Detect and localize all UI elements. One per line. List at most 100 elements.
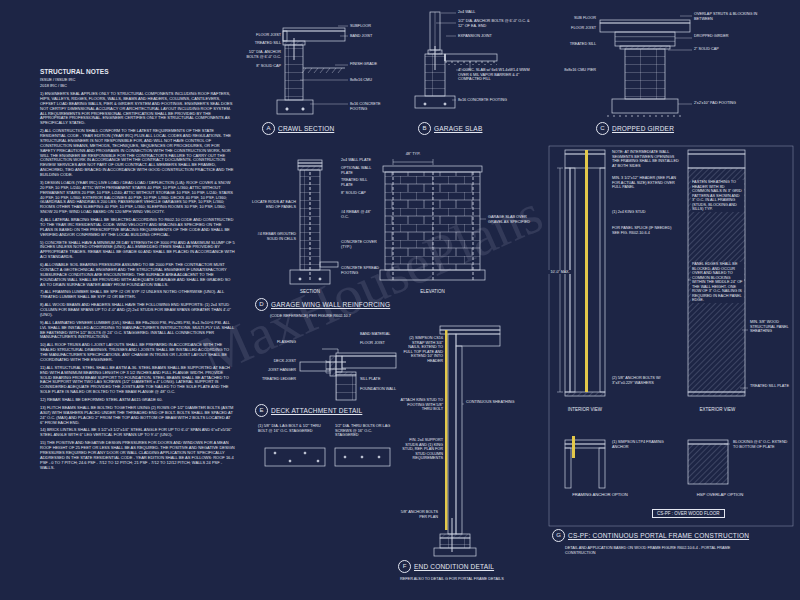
annotation-label: SUB FLOOR bbox=[552, 16, 596, 21]
structural-note: 14) BRICK LINTELS SHALL BE 3 1/2"x3 1/2"… bbox=[40, 428, 235, 438]
detail-title: END CONDITION DETAIL bbox=[414, 563, 494, 570]
detail-callout: DGARAGE WING WALL REINFORCING bbox=[255, 298, 390, 311]
annotation-label: #4 REBAR @ 48" O.C. bbox=[341, 210, 379, 219]
annotation-label: MIN. 3 1/2"x12" HEADER (SEE PLAN FOR ACT… bbox=[612, 176, 680, 190]
structural-note: 11) ALL STRUCTURAL STEEL SHALL BE ASTM A… bbox=[40, 366, 235, 395]
annotation-label: TREATED SILL bbox=[242, 41, 281, 46]
annotation-label: 8x16 CONCRETE FOOTING bbox=[350, 102, 388, 111]
structural-note: 10) ALL ROOF TRUSS AND I-JOIST LAYOUTS S… bbox=[40, 343, 235, 363]
detail-callout: FEND CONDITION DETAIL bbox=[398, 560, 494, 573]
annotation-label: 1/2" DIA. ANCHOR BOLTS @ 6'-0" O.C. & 12… bbox=[458, 19, 530, 28]
annotation-label: FIN. 2x4 SUPPORT STUDS AND (1) KING STUD… bbox=[400, 438, 443, 461]
annotation-label: FOUNDATION WALL bbox=[360, 387, 400, 392]
structural-note: 3) DESIGN LOADS (YEAR IRC) LIVE LOAD / D… bbox=[40, 181, 235, 215]
annotation-label: 8" SOLID CAP bbox=[242, 64, 281, 69]
annotation-label: 2018 IRC / IBC bbox=[40, 84, 160, 89]
structural-note: 2) ALL CONSTRUCTION SHALL CONFORM TO THE… bbox=[40, 129, 235, 178]
annotation-label: 2" SOLID CAP bbox=[694, 47, 766, 52]
structural-note: 5) CONCRETE SHALL HAVE A MINIMUM 28 DAY … bbox=[40, 241, 235, 261]
detail-title: GARAGE SLAB bbox=[434, 125, 482, 132]
structural-note: 15) THE POSITIVE AND NEGATIVE DESIGN PRE… bbox=[40, 441, 235, 470]
callout-letter: D bbox=[255, 298, 268, 311]
annotation-label: PANEL EDGES SHALL BE BLOCKED, AND OCCUR … bbox=[691, 262, 744, 303]
annotation-label: OVERLAP STRUTS & BLOCKING IN BETWEEN bbox=[694, 12, 766, 21]
detail-callout: ACRAWL SECTION bbox=[262, 122, 334, 135]
annotation-label: FLOOR JOIST bbox=[242, 33, 281, 38]
annotation-label: BLOCKING @ 6" O.C. EXTEND TO BOTTOM OF P… bbox=[733, 440, 791, 449]
annotation-label: 5/8" ANCHOR BOLTS PER PLAN bbox=[400, 510, 438, 519]
annotation-label: (1) 5/8" DIA. LAG BOLT & 1/2" THRU BOLT … bbox=[258, 424, 328, 433]
detail-title: CS-PF: CONTINUOUS PORTAL FRAME CONSTRUCT… bbox=[568, 532, 749, 539]
detail-title: CRAWL SECTION bbox=[278, 125, 334, 132]
annotation-label: 48" TYP. bbox=[393, 152, 433, 157]
annotation-label: DECK JOIST bbox=[250, 359, 296, 364]
annotation-label: #4 REBAR GROUTED SOLID IN CELLS bbox=[248, 232, 296, 241]
annotation-label: ISSUE / ISSUE IRC bbox=[40, 78, 160, 83]
annotation-label: SUBFLOOR bbox=[350, 24, 388, 29]
view-title: FRAMING ANCHOR OPTION bbox=[555, 492, 645, 497]
detail-callout: BGARAGE SLAB bbox=[418, 122, 482, 135]
callout-letter: A bbox=[262, 122, 275, 135]
structural-note: 12) REBAR SHALL BE DEFORMED STEEL ASTM A… bbox=[40, 398, 235, 403]
annotation-label: 8x8x16 CMU bbox=[350, 78, 388, 83]
structural-note: 7) ALL FRAMING LUMBER SHALL BE SPF #2 OR… bbox=[40, 290, 235, 300]
annotation-label: FLASHING bbox=[250, 340, 296, 345]
annotation-label: (1) SIMPSON LTP4 FRAMING ANCHOR bbox=[612, 440, 674, 449]
annotation-label: FLOOR JOIST bbox=[360, 341, 400, 346]
structural-note: 6) ALLOWABLE SOIL BEARING PRESSURE ASSUM… bbox=[40, 263, 235, 287]
annotation-label: CONCRETE COVER (TYP.) bbox=[341, 240, 379, 249]
annotation-label: (CODE REFERENCE) PER FIGURE R602.10.7 bbox=[270, 314, 430, 319]
detail-title: DROPPED GIRDER bbox=[612, 125, 674, 132]
detail-title: DECK ATTACHMENT DETAIL bbox=[271, 407, 362, 414]
annotation-label: CONTINUOUS SHEATHING bbox=[466, 400, 536, 405]
condition-tag: CS-PF : OVER WOOD FLOOR bbox=[652, 509, 725, 518]
annotation-label: DROPPED GIRDER bbox=[694, 34, 766, 39]
detail-title: GARAGE WING WALL REINFORCING bbox=[271, 301, 390, 308]
notes-heading: STRUCTURAL NOTES bbox=[40, 68, 235, 76]
annotation-label: 2x4 WALL PLATE bbox=[341, 158, 379, 163]
callout-letter: G bbox=[552, 529, 565, 542]
annotation-label: 4" CONC. SLAB w/ 6x6 W1.4xW1.4 WWM OVER … bbox=[458, 68, 530, 82]
annotation-label: NOTE: AT INTERMEDIATE WALL SEGMENTS BETW… bbox=[612, 150, 680, 168]
annotation-label: GARAGE SLAB OVER GRAVEL AS SPECIFIED bbox=[488, 215, 538, 224]
annotation-label: 8x16 CONCRETE FOOTING bbox=[458, 98, 530, 103]
annotation-label: FINISH GRADE bbox=[350, 62, 388, 67]
annotation-label: 10'-0" MAX. bbox=[548, 270, 572, 274]
notes-column: 1) ENGINEER'S SEAL APPLIES ONLY TO STRUC… bbox=[40, 92, 235, 473]
callout-letter: E bbox=[255, 404, 268, 417]
annotation-label: REFER ALSO TO DETAIL G FOR PORTAL FRAME … bbox=[400, 577, 545, 582]
annotation-label: CONCRETE SPREAD FOOTING bbox=[341, 266, 379, 275]
structural-note: 4) ALL LATERAL BRACING SHALL BE SELECTED… bbox=[40, 218, 235, 238]
annotation-label: 2'x2'x10" PAD FOOTING bbox=[694, 101, 766, 106]
annotation-label: JOIST HANGER bbox=[250, 368, 296, 373]
annotation-label: 1/2" DIA. THRU BOLTS OR LAG SCREWS @ 16"… bbox=[335, 424, 395, 438]
annotation-label: 8" SOLID CAP bbox=[341, 191, 379, 196]
structural-note: 13) FLITCH BEAMS SHALL BE BOLTED TOGETHE… bbox=[40, 406, 235, 426]
annotation-label: TREATED SILL bbox=[552, 42, 596, 47]
detail-callout: GCS-PF: CONTINUOUS PORTAL FRAME CONSTRUC… bbox=[552, 529, 749, 542]
detail-callout: CDROPPED GIRDER bbox=[596, 122, 674, 135]
annotation-label: 2x4 WALL bbox=[458, 10, 530, 15]
annotation-label: TREATED SILL PLATE bbox=[341, 178, 379, 187]
annotation-label: DETAIL AND APPLICATION BASED ON WOOD FRA… bbox=[565, 546, 735, 555]
view-title: ELEVATION bbox=[395, 289, 470, 294]
annotation-label: (2) SIMPSON CS16 STRAP WITH 3/4" NAILS, … bbox=[400, 336, 443, 363]
annotation-label: BAND JOIST bbox=[350, 34, 388, 39]
annotation-label: (2) 5/8" ANCHOR BOLTS W/ 3"x3"x0.229" WA… bbox=[612, 376, 680, 385]
annotation-label: FOR PANEL SPLICE (IF NEEDED) SEE FIG. R6… bbox=[612, 226, 680, 235]
callout-letter: B bbox=[418, 122, 431, 135]
annotation-label: OPTIONAL WALL PLATE bbox=[341, 166, 379, 175]
structural-note: 1) ENGINEER'S SEAL APPLIES ONLY TO STRUC… bbox=[40, 92, 235, 126]
annotation-label: (1) 2x4 KING STUD bbox=[612, 210, 680, 215]
annotation-label: ATTACH KING STUD TO FOOTING WITH 5/8" TH… bbox=[400, 398, 443, 412]
view-title: INTERIOR VIEW bbox=[555, 407, 615, 412]
view-title: SECTION bbox=[285, 289, 335, 294]
detail-callout: EDECK ATTACHMENT DETAIL bbox=[255, 404, 362, 417]
annotation-label: BAND MATERIAL bbox=[360, 332, 400, 337]
annotation-label: LOCATE RODS AT EACH END OF PANELS bbox=[248, 200, 296, 209]
annotation-label: 1/2" DIA. ANCHOR BOLTS @ 6'-0" O.C. bbox=[242, 50, 281, 59]
structural-note: 8) ALL WOOD BEAMS AND HEADERS SHALL HAVE… bbox=[40, 303, 235, 318]
callout-letter: C bbox=[596, 122, 609, 135]
annotation-label: SILL PLATE bbox=[360, 377, 400, 382]
